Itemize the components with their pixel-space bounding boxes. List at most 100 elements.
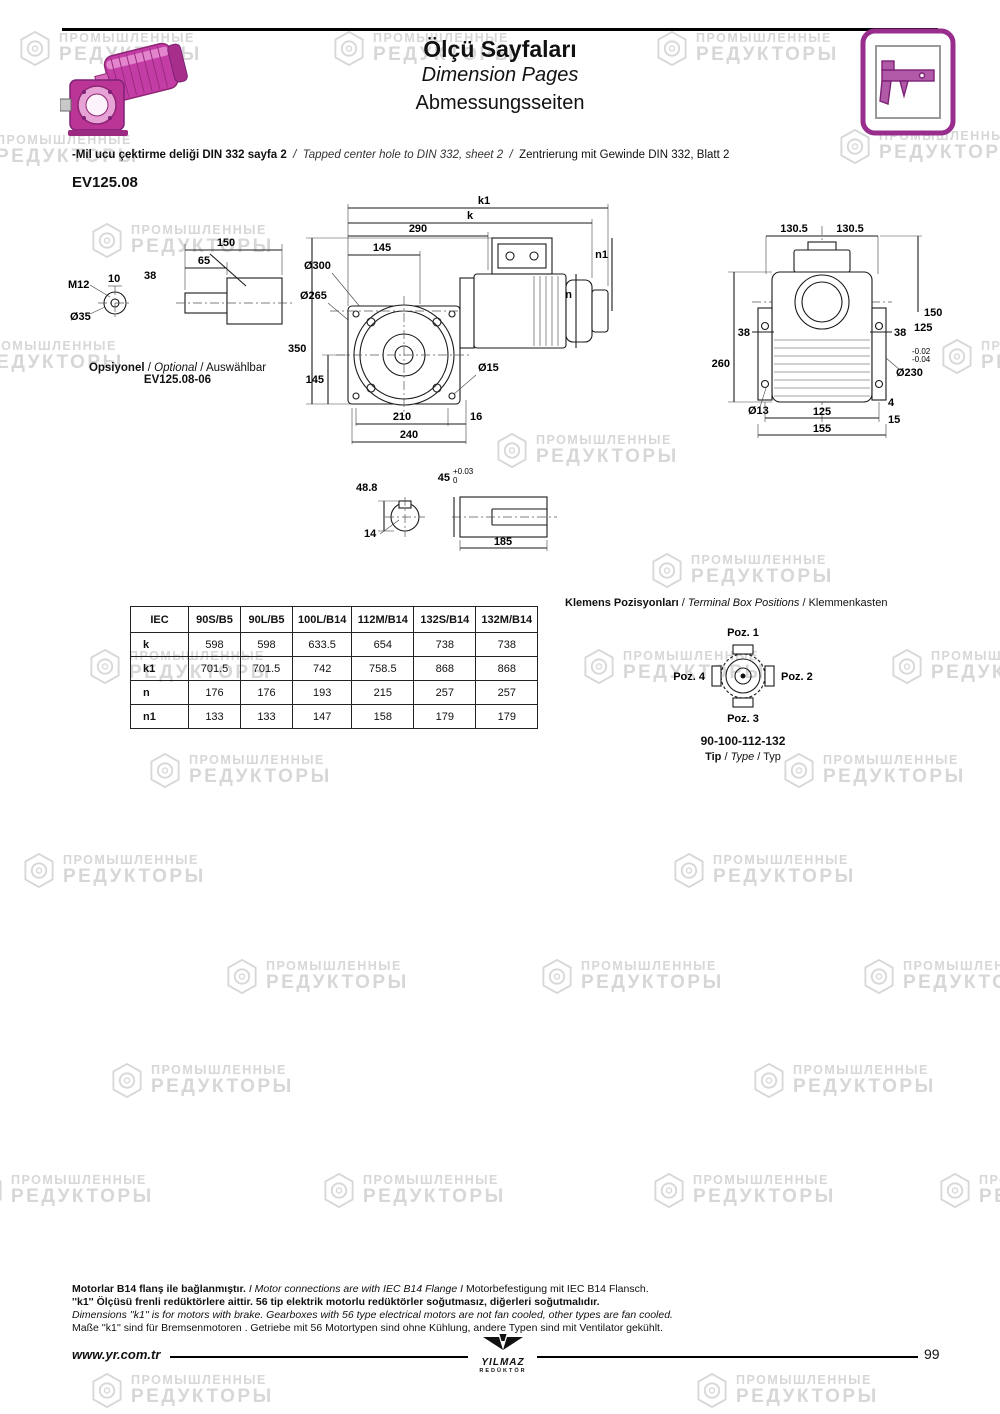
watermark-line1: ПРОМЫШЛЕННЫЕ [793,1062,929,1077]
hexagon-gear-icon [584,648,614,685]
footer-notes: Motorlar B14 flanş ile bağlanmıştır. I M… [72,1283,673,1335]
dim-k: k [467,210,474,222]
terminal-box-diagram: Poz. 1 Poz. 2 Poz. 3 Poz. 4 [673,627,813,725]
watermark-line2: РЕДУКТОРЫ [981,352,1000,374]
gearmotor-product-image [60,42,188,136]
poz-1-label: Poz. 1 [727,627,759,639]
separator-slash: / [802,597,806,609]
yilmaz-logo: YILMAZ REDÜKTÖR [470,1334,536,1374]
poz-3-label: Poz. 3 [727,713,759,725]
table-row: k 598 598 633.5 654 738 738 [130,632,539,657]
hexagon-gear-icon [892,648,922,685]
table-cell: 257 [413,680,477,705]
footer-note-line1: Motorlar B14 flanş ile bağlanmıştır. I M… [72,1283,673,1296]
dim-14: 14 [364,528,377,540]
watermark-line1: ПРОМЫШЛЕННЫЕ [131,1372,267,1387]
watermark-line2: РЕДУКТОРЫ [63,866,206,888]
page-title-de: Abmessungsseiten [415,92,585,114]
table-cell: 598 [240,632,293,657]
watermark-line1: ПРОМЫШЛЕННЫЕ [979,1172,1000,1187]
dim-38-left: 38 [738,327,750,339]
dim-4: 4 [888,397,895,409]
watermark-line1: ПРОМЫШЛЕННЫЕ [363,1172,499,1187]
row-label: n [130,680,189,705]
footer-note-line2: ''k1'' Ölçüsü frenli redüktörlere aittir… [72,1296,600,1308]
column-header: 90S/B5 [188,606,241,633]
dim-150-right: 150 [924,307,942,319]
tip-label-en: Type [730,751,755,763]
din-note-en: Tapped center hole to DIN 332, sheet 2 [302,149,504,161]
dim-240: 240 [400,429,418,441]
watermark-line2: РЕДУКТОРЫ [823,766,966,788]
hexagon-gear-icon [542,958,572,995]
hexagon-gear-icon [654,1172,684,1209]
column-header-iec: IEC [130,606,189,633]
separator-slash: / [147,362,151,374]
separator-slash: / [757,751,761,763]
watermark-line2: РЕДУКТОРЫ [931,662,1000,684]
din-note: -Mil ucu çektirme deliği DIN 332 sayfa 2… [72,149,729,161]
tolerance-bottom: 0 [453,476,458,485]
watermark-line1: ПРОМЫШЛЕННЫЕ [931,648,1000,663]
column-header: 100L/B14 [291,606,353,633]
footer-rule-right [537,1356,918,1358]
footer-rule-left [170,1356,468,1358]
dim-145-top: 145 [373,242,391,254]
tolerance-top: +0.03 [453,467,474,476]
dim-dia265: Ø265 [300,290,327,302]
watermark-line1: ПРОМЫШЛЕННЫЕ [693,1172,829,1187]
terminal-box-title: Klemens Pozisyonları / Terminal Box Posi… [565,597,887,609]
table-header-row: IEC 90S/B5 90L/B5 100L/B14 112M/B14 132S… [130,606,539,633]
terminal-box-title-en: Terminal Box Positions [687,597,800,609]
table-cell: 868 [475,656,539,681]
dim-k1: k1 [478,195,490,207]
hexagon-gear-icon [24,852,54,889]
header-rule [62,28,938,31]
table-cell: 742 [291,656,353,681]
watermark-line2: РЕДУКТОРЫ [793,1076,936,1098]
table-cell: 193 [291,680,353,705]
watermark-line2: РЕДУКТОРЫ [363,1186,506,1208]
dim-150: 150 [217,237,235,249]
table-cell: 133 [188,704,241,729]
dim-260: 260 [712,358,730,370]
page-number: 99 [924,1346,940,1362]
separator-slash: / [681,597,685,609]
footer-note1-tr: Motorlar B14 flanş ile bağlanmıştır. [72,1283,246,1295]
din-note-tr: -Mil ucu çektirme deliği DIN 332 sayfa 2 [72,149,287,161]
watermark-line1: ПРОМЫШЛЕННЫЕ [713,852,849,867]
column-header: 132S/B14 [413,606,477,633]
tolerance-a: -0.02 [912,347,931,356]
yilmaz-logo-name: YILMAZ [481,1357,525,1368]
dim-125-bottom: 125 [813,406,831,418]
separator-slash: / [724,751,728,763]
separator-slash: / [293,149,297,161]
terminal-box-types: 90-100-112-132 [700,734,786,748]
table-cell: 701.5 [188,656,241,681]
table-row: n1 133 133 147 158 179 179 [130,704,539,729]
hexagon-gear-icon [150,752,180,789]
dim-65: 65 [198,255,210,267]
dim-125-right: 125 [914,322,932,334]
hexagon-gear-icon [112,1062,142,1099]
footer-note-line3: Dimensions ''k1'' is for motors with bra… [72,1309,673,1321]
poz-4-label: Poz. 4 [673,671,706,683]
watermark-line1: ПРОМЫШЛЕННЫЕ [981,338,1000,353]
watermark-line1: ПРОМЫШЛЕННЫЕ [903,958,1000,973]
table-cell: 701.5 [240,656,293,681]
watermark-line2: РЕДУКТОРЫ [131,1386,274,1408]
watermark-line2: РЕДУКТОРЫ [581,972,724,994]
footer-note1-de: Motorbefestigung mit IEC B14 Flansch. [465,1283,649,1295]
dim-dia15: Ø15 [478,362,499,374]
dim-dia35: Ø35 [70,311,91,323]
